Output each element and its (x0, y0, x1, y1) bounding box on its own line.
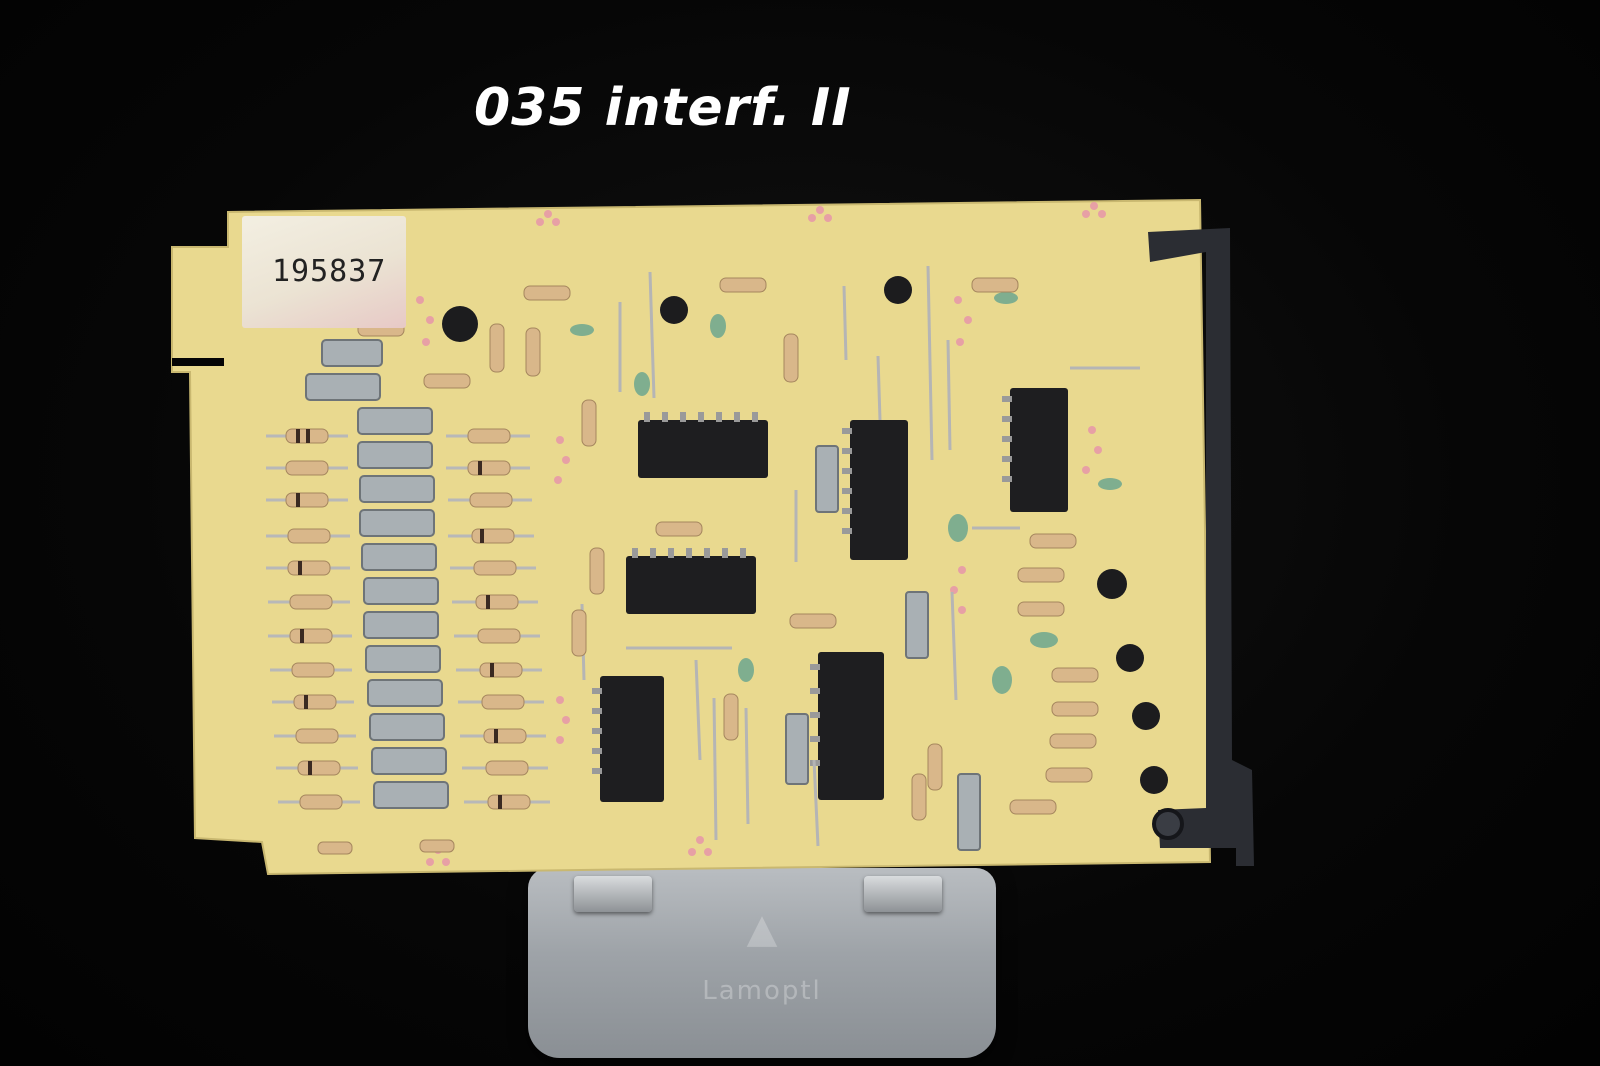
pcb-slot (172, 358, 224, 366)
stand-logo-icon: ▲ (746, 906, 778, 952)
resistors-right (357, 277, 1099, 821)
connector-screw (1152, 808, 1184, 840)
resistor-bands (296, 429, 502, 809)
integrated-circuits (600, 388, 1068, 802)
capacitor-column (305, 339, 449, 809)
photo-caption: 035 interf. II (474, 78, 852, 138)
trace-dots (416, 202, 1106, 866)
small-block-capacitors (785, 445, 981, 851)
bottom-resistors (317, 839, 455, 855)
transistors (442, 276, 1168, 794)
ceramic-capacitors (570, 292, 1122, 694)
serial-number: 195837 (272, 254, 387, 289)
serial-label: 195837 (242, 216, 406, 328)
stand-clip-right (864, 876, 942, 912)
stand-clip-left (574, 876, 652, 912)
edge-connector (1148, 228, 1254, 866)
stand-brand-text: Lamoptl (702, 976, 822, 1006)
